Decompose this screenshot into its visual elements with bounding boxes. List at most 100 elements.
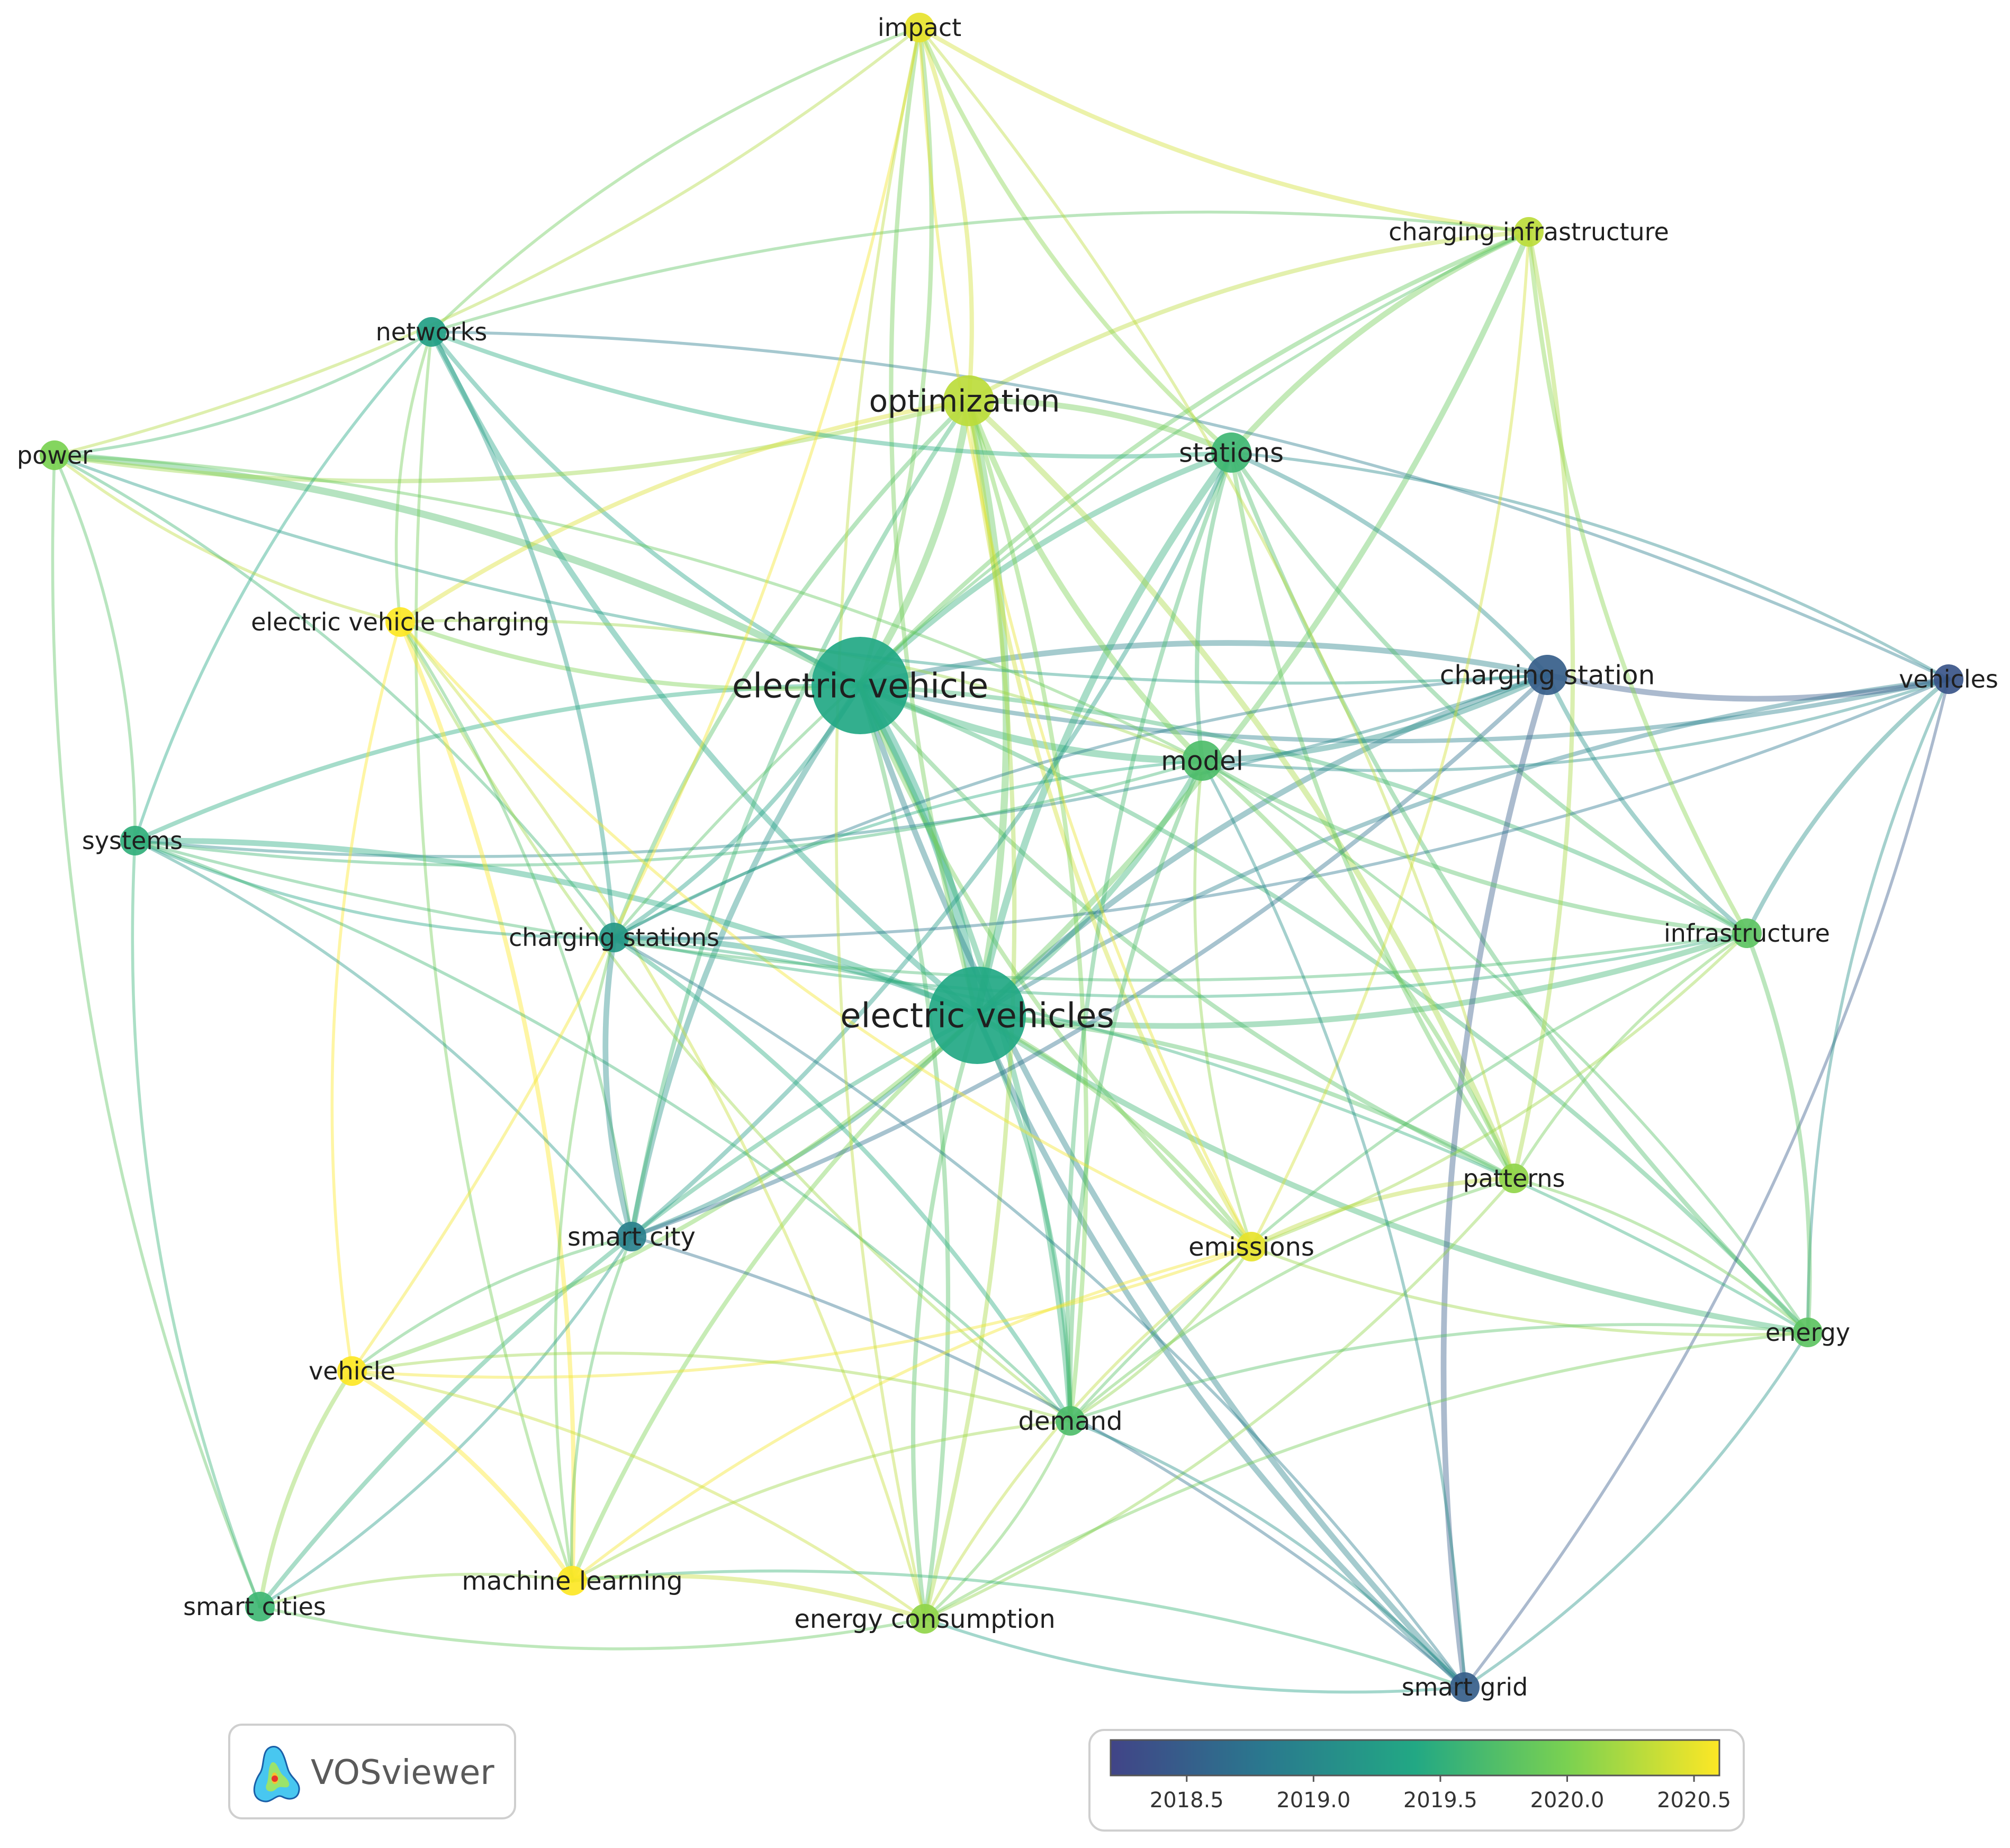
link-charging-infrastructure-patterns xyxy=(1511,229,1575,1181)
node-label-machine-learning[interactable]: machine learning xyxy=(462,1566,682,1596)
link-demand-smart-grid xyxy=(1069,1419,1466,1689)
node-label-energy[interactable]: energy xyxy=(1765,1318,1850,1347)
node-label-smart-city[interactable]: smart city xyxy=(567,1222,696,1252)
link-electric-vehicle-stations xyxy=(857,449,1234,689)
link-networks-impact xyxy=(430,26,921,333)
node-label-demand[interactable]: demand xyxy=(1018,1407,1122,1436)
link-electric-vehicles-model xyxy=(974,758,1205,1018)
node-energy-consumption[interactable] xyxy=(910,1604,940,1634)
node-stations[interactable] xyxy=(1211,432,1251,473)
node-label-electric-vehicle-charging[interactable]: electric vehicle charging xyxy=(251,608,549,636)
link-electric-vehicle-charging-stations xyxy=(611,683,863,940)
node-label-energy-consumption[interactable]: energy consumption xyxy=(794,1604,1055,1634)
node-vehicles[interactable] xyxy=(1934,664,1963,694)
node-model[interactable] xyxy=(1182,741,1222,781)
link-electric-vehicles-energy xyxy=(974,1012,1811,1336)
node-label-smart-cities[interactable]: smart cities xyxy=(183,1592,326,1621)
link-stations-patterns xyxy=(1229,450,1517,1181)
node-label-infrastructure[interactable]: infrastructure xyxy=(1664,919,1830,948)
link-electric-vehicle-charging-infrastructure xyxy=(858,229,1531,688)
node-label-charging-stations[interactable]: charging stations xyxy=(509,923,719,952)
node-networks[interactable] xyxy=(417,317,446,347)
node-label-impact[interactable]: impact xyxy=(878,13,961,42)
link-optimization-power xyxy=(52,398,971,483)
node-electric-vehicle-charging[interactable] xyxy=(385,607,415,637)
link-demand-machine-learning xyxy=(571,1419,1072,1582)
node-charging-station[interactable] xyxy=(1527,655,1567,695)
node-patterns[interactable] xyxy=(1499,1164,1529,1193)
color-scale-bar xyxy=(1110,1739,1720,1777)
color-scale-tick-label: 2019.0 xyxy=(1276,1788,1350,1813)
link-emissions-energy xyxy=(1250,1245,1809,1337)
node-label-stations[interactable]: stations xyxy=(1179,438,1284,468)
node-infrastructure[interactable] xyxy=(1732,918,1762,948)
vosviewer-logo-box[interactable]: VOSviewer xyxy=(228,1724,516,1819)
link-optimization-impact xyxy=(917,25,974,403)
link-vehicles-charging-stations xyxy=(612,678,1950,940)
link-charging-stations-energy xyxy=(612,936,1809,1334)
link-vehicles-model xyxy=(1201,678,1950,772)
node-label-vehicle[interactable]: vehicle xyxy=(309,1357,395,1385)
node-machine-learning[interactable] xyxy=(557,1566,587,1595)
link-electric-vehicles-charging-stations xyxy=(611,934,980,1018)
link-charging-station-smart-grid xyxy=(1440,672,1551,1690)
link-electric-vehicle-vehicles xyxy=(858,677,1951,744)
node-charging-stations[interactable] xyxy=(599,923,629,952)
node-label-smart-grid[interactable]: smart grid xyxy=(1402,1673,1528,1701)
node-electric-vehicles[interactable] xyxy=(929,967,1026,1064)
node-label-electric-vehicles[interactable]: electric vehicles xyxy=(840,996,1114,1035)
link-model-demand xyxy=(1068,758,1205,1423)
link-charging-infrastructure-emissions xyxy=(1250,230,1530,1248)
node-label-optimization[interactable]: optimization xyxy=(869,383,1060,419)
node-electric-vehicle[interactable] xyxy=(812,637,909,734)
link-stations-vehicles xyxy=(1230,451,1950,681)
link-electric-vehicles-machine-learning xyxy=(570,1013,980,1583)
link-power-impact xyxy=(53,26,921,457)
link-smart-grid-model xyxy=(1201,759,1466,1689)
link-electric-vehicle-impact xyxy=(858,25,934,688)
link-electric-vehicle-power xyxy=(51,452,864,689)
link-power-charging-stations xyxy=(53,454,616,939)
node-smart-grid[interactable] xyxy=(1450,1672,1480,1702)
node-charging-infrastructure[interactable] xyxy=(1514,217,1544,247)
node-label-systems[interactable]: systems xyxy=(82,826,183,855)
node-label-patterns[interactable]: patterns xyxy=(1463,1164,1565,1193)
node-label-power[interactable]: power xyxy=(17,441,92,470)
node-label-vehicles[interactable]: vehicles xyxy=(1899,665,1998,693)
link-patterns-emissions xyxy=(1249,1176,1517,1249)
link-emissions-impact xyxy=(918,26,1253,1248)
node-power[interactable] xyxy=(40,440,69,470)
link-electric-vehicles-vehicle xyxy=(349,1013,980,1374)
node-smart-city[interactable] xyxy=(617,1222,646,1251)
link-electric-vehicle-energy xyxy=(858,683,1810,1335)
node-label-networks[interactable]: networks xyxy=(376,318,488,346)
link-optimization-demand xyxy=(966,398,1089,1423)
link-electric-vehicle-systems xyxy=(132,683,863,843)
node-label-model[interactable]: model xyxy=(1161,746,1243,777)
node-label-charging-infrastructure[interactable]: charging infrastructure xyxy=(1389,218,1669,246)
link-electric-vehicle-energy-consumption xyxy=(858,683,951,1621)
node-label-emissions[interactable]: emissions xyxy=(1188,1232,1314,1262)
link-electric-vehicle-charging-energy-consumption xyxy=(399,620,926,1620)
label-layer: impact charging infrastructure networks opt… xyxy=(17,13,1998,1701)
node-systems[interactable] xyxy=(120,826,150,855)
link-impact-patterns xyxy=(918,26,1516,1180)
node-demand[interactable] xyxy=(1056,1406,1085,1436)
link-model-emissions xyxy=(1193,759,1253,1248)
link-electric-vehicles-patterns xyxy=(975,1013,1517,1181)
node-smart-cities[interactable] xyxy=(245,1592,275,1621)
link-model-energy xyxy=(1201,759,1809,1334)
link-vehicles-energy xyxy=(1806,678,1950,1334)
link-infrastructure-demand xyxy=(1069,932,1748,1422)
link-vehicle-impact xyxy=(350,26,921,1373)
link-stations-charging-infrastructure xyxy=(1228,229,1532,456)
link-electric-vehicle-smart-grid xyxy=(857,682,1468,1690)
node-energy[interactable] xyxy=(1793,1318,1823,1347)
node-emissions[interactable] xyxy=(1237,1232,1266,1261)
node-vehicle[interactable] xyxy=(337,1356,367,1386)
link-electric-vehicle-infrastructure xyxy=(858,683,1750,936)
node-label-charging-station[interactable]: charging station xyxy=(1440,660,1655,691)
node-optimization[interactable] xyxy=(943,375,994,426)
node-label-electric-vehicle[interactable]: electric vehicle xyxy=(732,666,988,706)
node-impact[interactable] xyxy=(905,13,934,42)
